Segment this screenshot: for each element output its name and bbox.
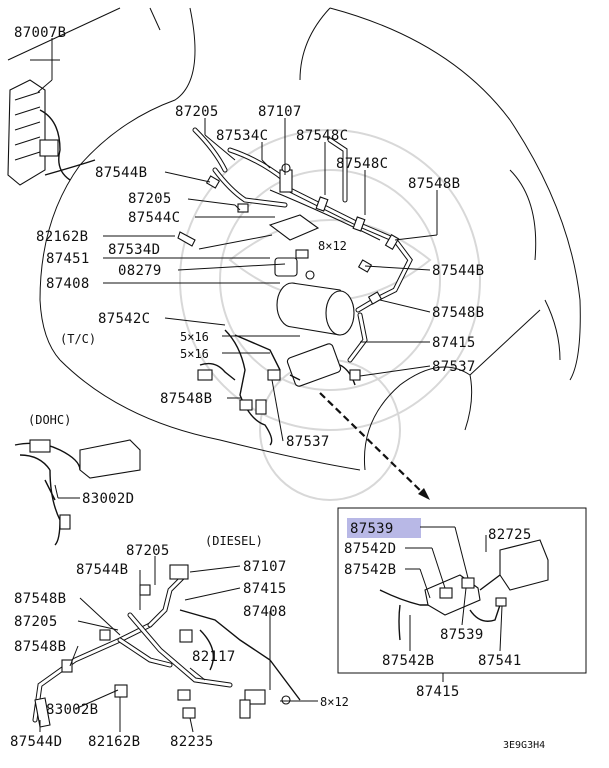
label-87408: 87408 (243, 604, 287, 620)
radiator-assembly (7, 79, 96, 186)
label-8x12: 8×12 (320, 695, 349, 709)
label-87415: 87415 (416, 684, 460, 700)
diagram-code: 3E9G3H4 (503, 740, 545, 751)
label-87539: 87539 (440, 627, 484, 643)
label-87539-highlighted: 87539 (350, 521, 394, 537)
label-87537: 87537 (432, 359, 476, 375)
label-87415: 87415 (243, 581, 287, 597)
label-87544D: 87544D (10, 734, 62, 750)
label-82162B: 82162B (88, 734, 140, 750)
label-87548B: 87548B (160, 391, 212, 407)
label-87544B: 87544B (76, 562, 128, 578)
detail-arrow (319, 392, 430, 500)
label-82235: 82235 (170, 734, 214, 750)
label-5x16: 5×16 (180, 330, 209, 344)
label-87548B: 87548B (408, 176, 460, 192)
label-83002D: 83002D (82, 491, 134, 507)
label-87544B: 87544B (432, 263, 484, 279)
label-87007B: 87007B (14, 25, 66, 41)
label-87542B: 87542B (344, 562, 396, 578)
label-87537: 87537 (286, 434, 330, 450)
label-08279: 08279 (118, 263, 162, 279)
label-dohc: (DOHC) (28, 413, 71, 427)
detail-box (337, 507, 587, 674)
label-82117: 82117 (192, 649, 236, 665)
label-87548C: 87548C (336, 156, 388, 172)
label-87205: 87205 (128, 191, 172, 207)
canister (276, 282, 355, 387)
label-87544B: 87544B (95, 165, 147, 181)
label-87534C: 87534C (216, 128, 268, 144)
part-labels: 87007B 87205 87107 87534C 87548C 87548C … (10, 25, 545, 751)
label-87408: 87408 (46, 276, 90, 292)
label-87548C: 87548C (296, 128, 348, 144)
label-87548B: 87548B (432, 305, 484, 321)
label-87548B: 87548B (14, 591, 66, 607)
label-tc: (T/C) (60, 332, 96, 346)
solenoid-bracket (177, 163, 320, 280)
label-87534D: 87534D (108, 242, 160, 258)
label-87205: 87205 (14, 614, 58, 630)
label-87542D: 87542D (344, 541, 396, 557)
label-87415: 87415 (432, 335, 476, 351)
label-5x16: 5×16 (180, 347, 209, 361)
label-diesel: (DIESEL) (205, 534, 263, 548)
label-82725: 82725 (488, 527, 532, 543)
clamps (205, 175, 400, 305)
label-87205: 87205 (126, 543, 170, 559)
diesel-hoses (32, 564, 301, 728)
label-82162B: 82162B (36, 229, 88, 245)
label-87548B: 87548B (14, 639, 66, 655)
label-83002B: 83002B (46, 702, 98, 718)
label-87541: 87541 (478, 653, 522, 669)
label-87544C: 87544C (128, 210, 180, 226)
dohc-harness (14, 439, 141, 546)
label-87107: 87107 (243, 559, 287, 575)
label-87107: 87107 (258, 104, 302, 120)
label-87542C: 87542C (98, 311, 150, 327)
tc-harness (197, 329, 361, 446)
label-8x12: 8×12 (318, 239, 347, 253)
label-87542B: 87542B (382, 653, 434, 669)
highlight-87539 (347, 518, 421, 538)
leader-lines (37, 38, 503, 733)
vehicle-body-outline (7, 7, 581, 471)
label-87451: 87451 (46, 251, 90, 267)
label-87205: 87205 (175, 104, 219, 120)
